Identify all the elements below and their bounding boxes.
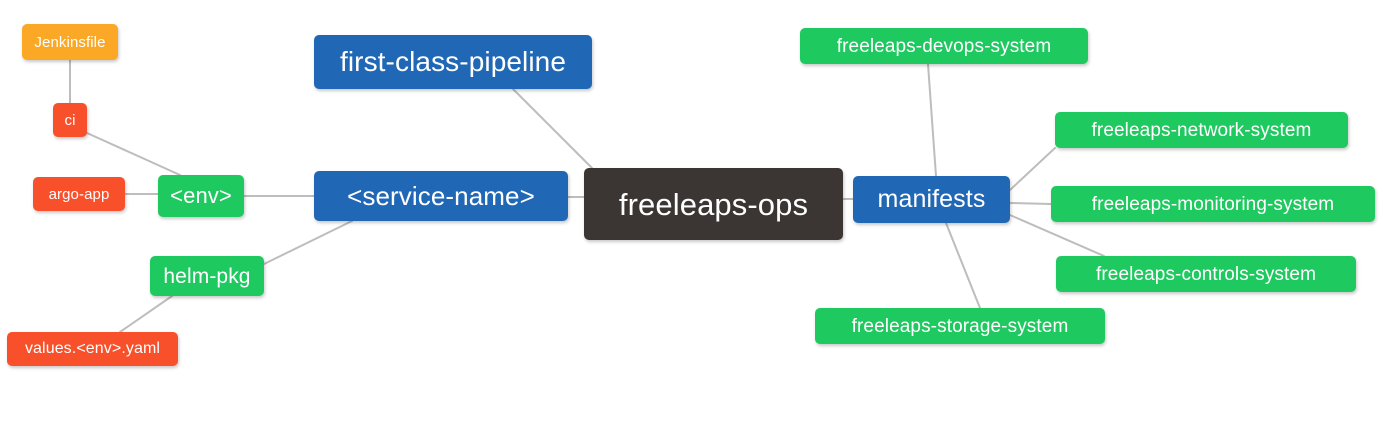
edge-manifests-to-network	[1009, 147, 1056, 191]
node-pipeline[interactable]: first-class-pipeline	[314, 35, 592, 89]
edge-helm-pkg-to-values-yaml	[119, 295, 173, 333]
node-argo-app[interactable]: argo-app	[33, 177, 125, 211]
node-network[interactable]: freeleaps-network-system	[1055, 112, 1348, 148]
edge-env-to-ci	[86, 132, 181, 176]
edge-freeleaps-ops-to-pipeline	[512, 88, 593, 169]
node-manifests[interactable]: manifests	[853, 176, 1010, 223]
node-values-yaml[interactable]: values.<env>.yaml	[7, 332, 178, 366]
node-freeleaps-ops[interactable]: freeleaps-ops	[584, 168, 843, 240]
node-jenkinsfile[interactable]: Jenkinsfile	[22, 24, 118, 60]
node-devops[interactable]: freeleaps-devops-system	[800, 28, 1088, 64]
node-ci[interactable]: ci	[53, 103, 87, 137]
node-controls[interactable]: freeleaps-controls-system	[1056, 256, 1356, 292]
node-env[interactable]: <env>	[158, 175, 244, 217]
node-helm-pkg[interactable]: helm-pkg	[150, 256, 264, 296]
edge-service-name-to-helm-pkg	[263, 220, 353, 265]
node-storage[interactable]: freeleaps-storage-system	[815, 308, 1105, 344]
edge-manifests-to-monitoring	[1009, 202, 1052, 205]
node-monitoring[interactable]: freeleaps-monitoring-system	[1051, 186, 1375, 222]
node-service-name[interactable]: <service-name>	[314, 171, 568, 221]
edge-manifests-to-devops	[927, 63, 937, 177]
edge-manifests-to-storage	[945, 222, 981, 309]
